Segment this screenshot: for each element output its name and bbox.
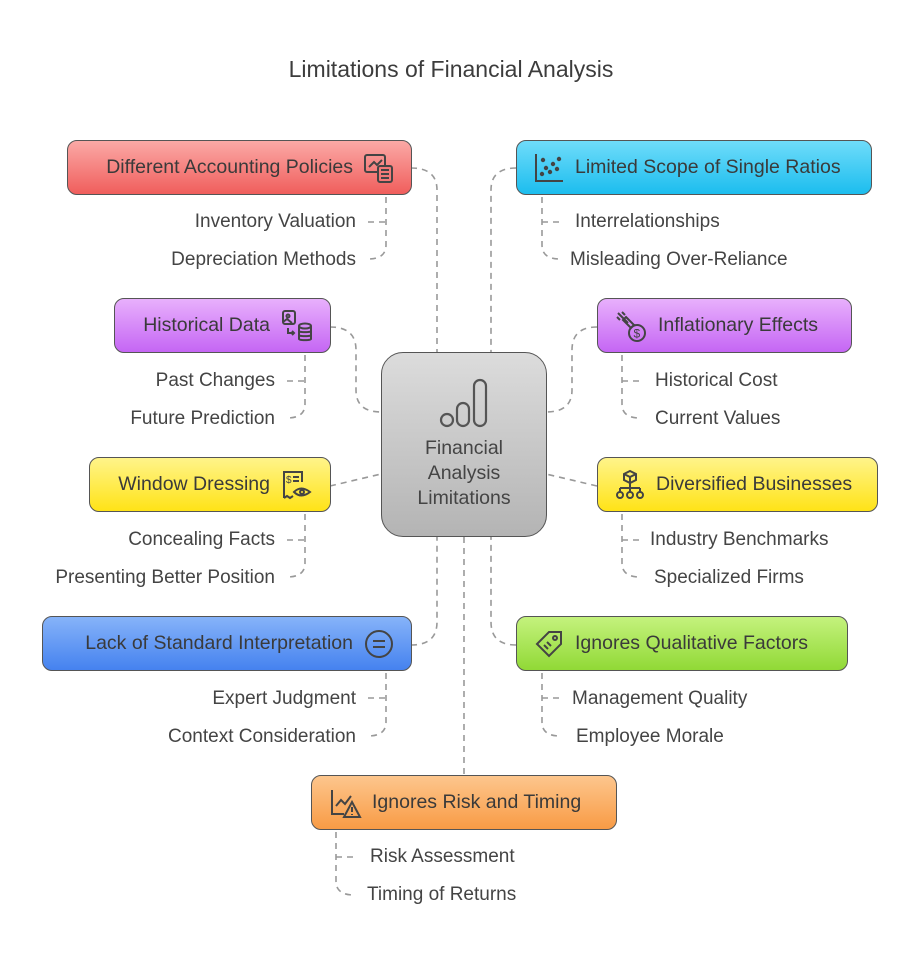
sub-future-prediction: Future Prediction xyxy=(130,408,275,429)
sub-depreciation-methods: Depreciation Methods xyxy=(171,249,356,270)
svg-text:$: $ xyxy=(286,475,292,486)
node-label: Limited Scope of Single Ratios xyxy=(575,156,841,178)
node-inflationary-effects[interactable]: $ Inflationary Effects xyxy=(597,298,852,353)
node-lack-of-standard-interpretation[interactable]: Lack of Standard Interpretation xyxy=(42,616,412,671)
sub-specialized-firms: Specialized Firms xyxy=(654,567,804,588)
sub-interrelationships: Interrelationships xyxy=(575,211,720,232)
sub-concealing-facts: Concealing Facts xyxy=(128,529,275,550)
center-line-1: Financial xyxy=(424,437,504,459)
scatter-plot-icon xyxy=(535,153,563,182)
sub-context-consideration: Context Consideration xyxy=(168,726,356,747)
connector-standard xyxy=(410,537,438,646)
node-ignores-risk-and-timing[interactable]: Ignores Risk and Timing xyxy=(311,775,617,830)
sub-current-values: Current Values xyxy=(655,408,781,429)
sub-industry-benchmarks: Industry Benchmarks xyxy=(650,529,829,550)
sub-expert-judgment: Expert Judgment xyxy=(212,688,356,709)
connector-accounting xyxy=(410,167,438,352)
node-ignores-qualitative-factors[interactable]: Ignores Qualitative Factors xyxy=(516,616,848,671)
hierarchy-cube-icon xyxy=(616,469,644,499)
node-diversified-businesses[interactable]: Diversified Businesses xyxy=(597,457,878,512)
diagram-title: Limitations of Financial Analysis xyxy=(288,56,614,82)
chart-calculator-icon xyxy=(364,153,393,183)
center-node: Financial Analysis Limitations xyxy=(381,352,547,537)
sub-inventory-valuation: Inventory Valuation xyxy=(194,211,356,232)
node-label: Inflationary Effects xyxy=(658,314,819,336)
chart-warning-icon xyxy=(331,789,362,818)
sub-timing-of-returns: Timing of Returns xyxy=(367,884,517,905)
rocket-dollar-icon: $ xyxy=(616,310,646,342)
sub-risk-assessment: Risk Assessment xyxy=(370,846,515,867)
tag-icon xyxy=(535,630,562,657)
center-line-3: Limitations xyxy=(417,487,511,509)
sub-misleading-over-reliance: Misleading Over-Reliance xyxy=(570,249,788,270)
receipt-eye-icon: $ xyxy=(283,470,312,499)
connector-scope xyxy=(490,167,517,352)
sub-presenting-better-position: Presenting Better Position xyxy=(55,567,275,588)
sub-management-quality: Management Quality xyxy=(572,688,748,709)
node-label: Ignores Qualitative Factors xyxy=(575,632,809,654)
node-limited-scope-of-single-ratios[interactable]: Limited Scope of Single Ratios xyxy=(516,140,872,195)
connector-inflation xyxy=(545,326,598,413)
equals-circle-icon xyxy=(365,629,393,658)
node-different-accounting-policies[interactable]: Different Accounting Policies xyxy=(67,140,412,195)
sub-employee-morale: Employee Morale xyxy=(576,726,724,747)
node-label: Different Accounting Policies xyxy=(106,156,353,178)
bar-chart-icon xyxy=(439,378,488,428)
image-database-icon xyxy=(282,309,312,341)
connector-diversified xyxy=(545,473,598,487)
connector-historical xyxy=(329,326,382,413)
node-label: Lack of Standard Interpretation xyxy=(85,632,353,654)
node-label: Ignores Risk and Timing xyxy=(372,791,582,813)
connector-qualitative xyxy=(490,537,517,646)
node-historical-data[interactable]: Historical Data xyxy=(114,298,331,353)
node-label: Historical Data xyxy=(143,314,270,336)
node-label: Diversified Businesses xyxy=(656,473,853,495)
center-line-2: Analysis xyxy=(427,462,501,484)
node-window-dressing[interactable]: Window Dressing $ xyxy=(89,457,331,512)
sub-past-changes: Past Changes xyxy=(155,370,275,391)
connector-window xyxy=(329,473,382,487)
svg-text:$: $ xyxy=(634,326,641,340)
sub-historical-cost: Historical Cost xyxy=(655,370,778,391)
node-label: Window Dressing xyxy=(118,473,270,495)
